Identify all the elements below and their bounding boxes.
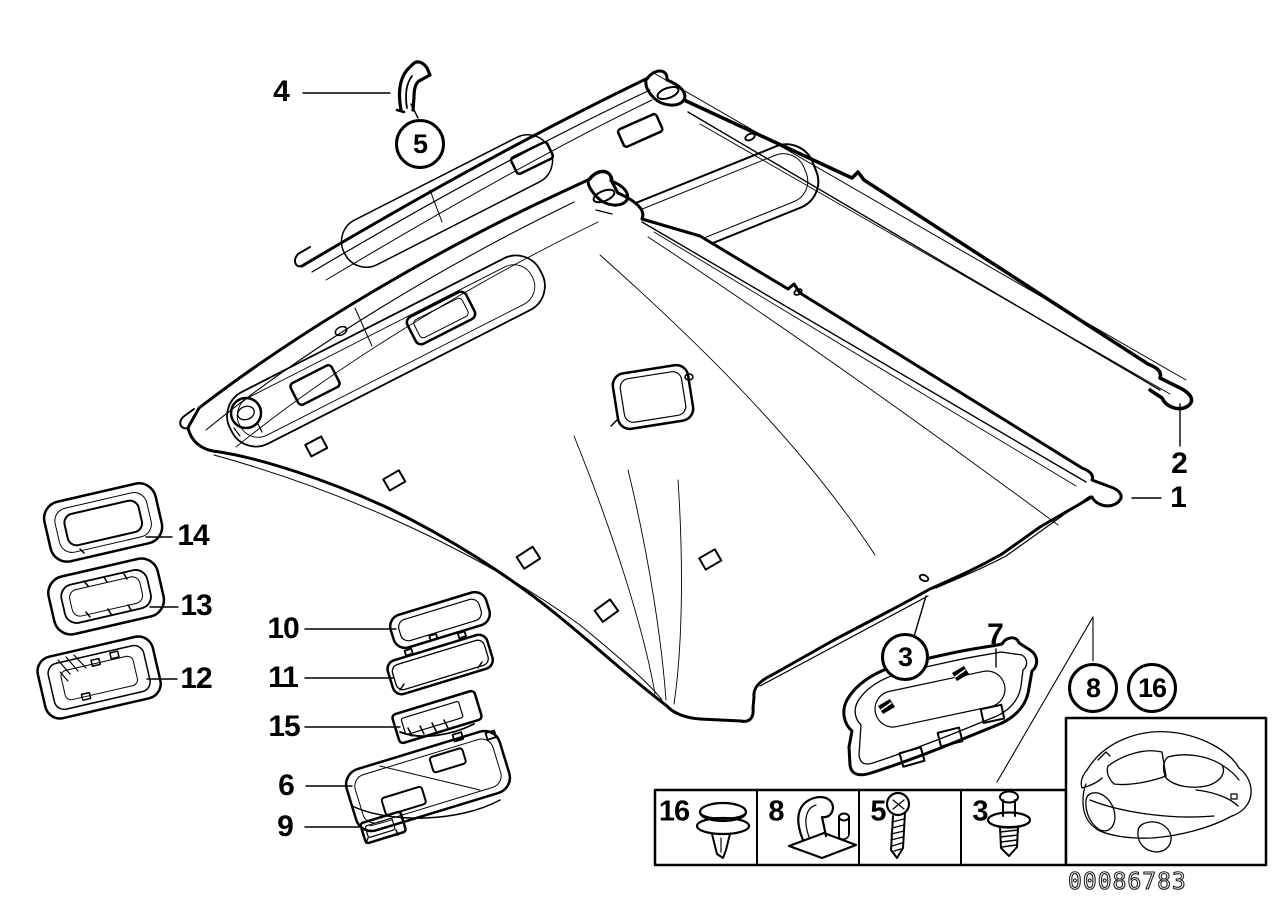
clip-part-4 [395,60,432,114]
callout-9[interactable]: 9 [277,810,294,843]
callout-circle-3[interactable]: 3 [881,633,929,681]
callout-14[interactable]: 14 [177,519,209,552]
blind-rivet-icon [986,790,1032,857]
table-ref-5[interactable]: 5 [870,795,886,828]
seal-frame-13 [47,557,166,636]
table-ref-3[interactable]: 3 [972,795,988,828]
car-rear-three-quarter-outline [1080,731,1252,853]
trim-frame-14 [42,482,164,563]
rear-trim-panel-7 [842,636,1039,777]
callout-13[interactable]: 13 [180,589,212,622]
callout-4[interactable]: 4 [273,75,290,108]
callout-circle-16[interactable]: 16 [1127,663,1177,713]
table-ref-16[interactable]: 16 [658,795,690,828]
headliner-panel-main [179,169,1123,723]
lamp-frame-10 [388,590,492,650]
table-ref-8[interactable]: 8 [768,795,784,828]
leader-lines [145,92,1181,828]
callout-15[interactable]: 15 [268,710,300,743]
clip-block-9 [359,810,407,845]
diagram-number: 00086783 [1068,869,1187,895]
expanding-rivet-icon [695,801,751,859]
callout-6[interactable]: 6 [278,769,295,802]
spring-clamp-icon [787,795,858,860]
callout-1[interactable]: 1 [1170,481,1187,514]
switch-module-15 [391,689,483,745]
callout-circle-5[interactable]: 5 [395,119,445,169]
callout-12[interactable]: 12 [180,662,212,695]
lamp-housing-11 [386,630,495,696]
leader-wedge-8-16 [996,616,1094,783]
callout-7[interactable]: 7 [987,618,1004,651]
housing-12 [36,635,162,720]
pan-head-screw-icon [885,791,911,859]
callout-10[interactable]: 10 [267,612,299,645]
callout-11[interactable]: 11 [268,661,299,694]
callout-2[interactable]: 2 [1171,447,1188,480]
vehicle-box [1064,716,1268,867]
roof-console-6 [344,729,512,833]
callout-circle-8[interactable]: 8 [1068,663,1118,713]
